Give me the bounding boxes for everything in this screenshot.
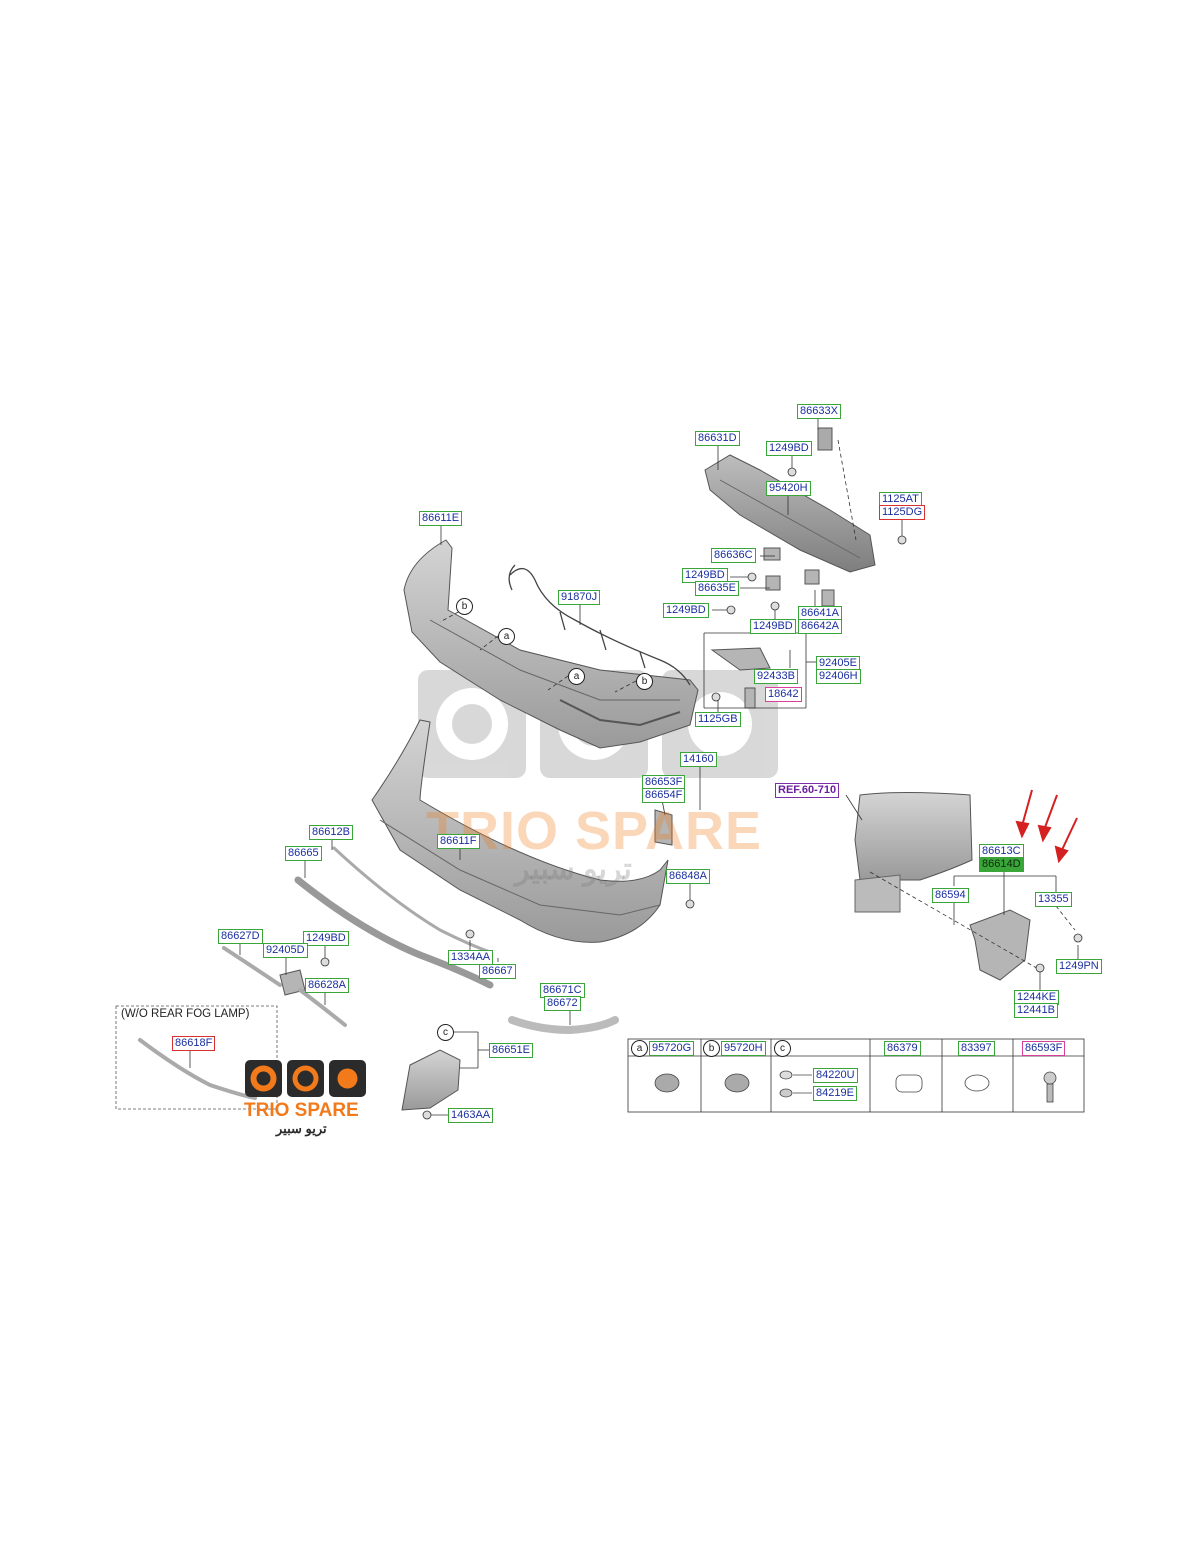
upper-bumper-cover [403, 539, 699, 749]
fastener-icons [320, 467, 1083, 1120]
legend-letter-b: b [703, 1040, 720, 1057]
legend-part-84219E[interactable]: 84219E [813, 1086, 857, 1101]
part-1125DG[interactable]: 1125DG [879, 505, 926, 520]
legend-part-86593F[interactable]: 86593F [1022, 1041, 1066, 1056]
logo-brand: TRIO SPARE [244, 1100, 359, 1121]
part-14160[interactable]: 14160 [680, 752, 717, 767]
part-92405D[interactable]: 92405D [263, 943, 308, 958]
part-86635E[interactable]: 86635E [695, 581, 739, 596]
legend-table [627, 1038, 1085, 1113]
legend-part-83397[interactable]: 83397 [958, 1041, 995, 1056]
part-86618F[interactable]: 86618F [172, 1036, 216, 1051]
part-1463AA[interactable]: 1463AA [448, 1108, 494, 1123]
logo-arabic: تريو سبير [276, 1121, 327, 1136]
part-1334AA[interactable]: 1334AA [448, 950, 494, 965]
part-86642A[interactable]: 86642A [798, 619, 842, 634]
part-86665[interactable]: 86665 [285, 846, 322, 861]
wo-fog-lamp-note: (W/O REAR FOG LAMP) [121, 1008, 250, 1020]
part-1249BD-4[interactable]: 1249BD [750, 619, 796, 634]
part-86612B[interactable]: 86612B [309, 825, 353, 840]
part-86611F[interactable]: 86611F [437, 834, 480, 849]
part-1249BD-1[interactable]: 1249BD [766, 441, 812, 456]
leader-lines [189, 418, 1079, 1116]
bracket-parts [279, 547, 1031, 996]
legend-part-95720G[interactable]: 95720G [649, 1041, 695, 1056]
legend-part-shapes [654, 1070, 1057, 1103]
legend-part-86379[interactable]: 86379 [884, 1041, 921, 1056]
part-86653F[interactable]: 86653F [642, 775, 686, 790]
fender-ref [854, 792, 973, 913]
part-86641A[interactable]: 86641A [798, 606, 842, 621]
ref-60-710[interactable]: REF.60-710 [775, 783, 840, 798]
part-86671C[interactable]: 86671C [540, 983, 585, 998]
part-86633X[interactable]: 86633X [797, 404, 841, 419]
part-86628A[interactable]: 86628A [305, 978, 349, 993]
bracket-86651E [401, 1049, 461, 1111]
callout-a-1: a [498, 628, 515, 645]
part-86631D[interactable]: 86631D [695, 431, 740, 446]
callout-c-1: c [437, 1024, 454, 1041]
part-92406H[interactable]: 92406H [816, 669, 861, 684]
legend-letter-a: a [631, 1040, 648, 1057]
wiring-harness [508, 564, 691, 686]
part-86594[interactable]: 86594 [932, 888, 969, 903]
part-86611E[interactable]: 86611E [419, 511, 463, 526]
part-86627D[interactable]: 86627D [218, 929, 263, 944]
legend-part-84220U[interactable]: 84220U [813, 1068, 858, 1083]
wo-fog-lamp-box [115, 1005, 278, 1110]
part-1249BD-3[interactable]: 1249BD [663, 603, 709, 618]
legend-letter-c: c [774, 1040, 791, 1057]
part-86667[interactable]: 86667 [479, 964, 516, 979]
red-arrows [1015, 789, 1078, 864]
watermark-brand: TRIO SPARE [426, 801, 763, 861]
part-1249PN[interactable]: 1249PN [1056, 959, 1102, 974]
part-12441B[interactable]: 12441B [1014, 1003, 1058, 1018]
part-1249BD-5[interactable]: 1249BD [303, 931, 349, 946]
reinforcement-beam [704, 427, 876, 573]
lower-trims [138, 846, 619, 1100]
part-18642[interactable]: 18642 [765, 687, 802, 702]
part-92433B[interactable]: 92433B [754, 669, 798, 684]
part-1244KE[interactable]: 1244KE [1014, 990, 1060, 1005]
part-95420H[interactable]: 95420H [766, 481, 811, 496]
part-86672[interactable]: 86672 [544, 996, 581, 1011]
callout-a-2: a [568, 668, 585, 685]
part-13355[interactable]: 13355 [1035, 892, 1072, 907]
part-92405E[interactable]: 92405E [816, 656, 860, 671]
callout-b-2: b [636, 673, 653, 690]
callout-b-1: b [456, 598, 473, 615]
part-91870J[interactable]: 91870J [558, 590, 601, 605]
legend-part-95720H[interactable]: 95720H [721, 1041, 766, 1056]
lower-bumper-fascia [371, 719, 669, 943]
trio-spare-logo-icons [245, 1060, 366, 1097]
part-86654F[interactable]: 86654F [642, 788, 686, 803]
part-1125GB[interactable]: 1125GB [695, 712, 741, 727]
watermark-arabic: تريو سبير [515, 853, 632, 886]
part-86848A[interactable]: 86848A [666, 869, 710, 884]
part-86651E[interactable]: 86651E [489, 1043, 533, 1058]
part-86636C[interactable]: 86636C [711, 548, 756, 563]
part-1249BD-2[interactable]: 1249BD [682, 568, 728, 583]
part-86614D[interactable]: 86614D [979, 857, 1024, 872]
